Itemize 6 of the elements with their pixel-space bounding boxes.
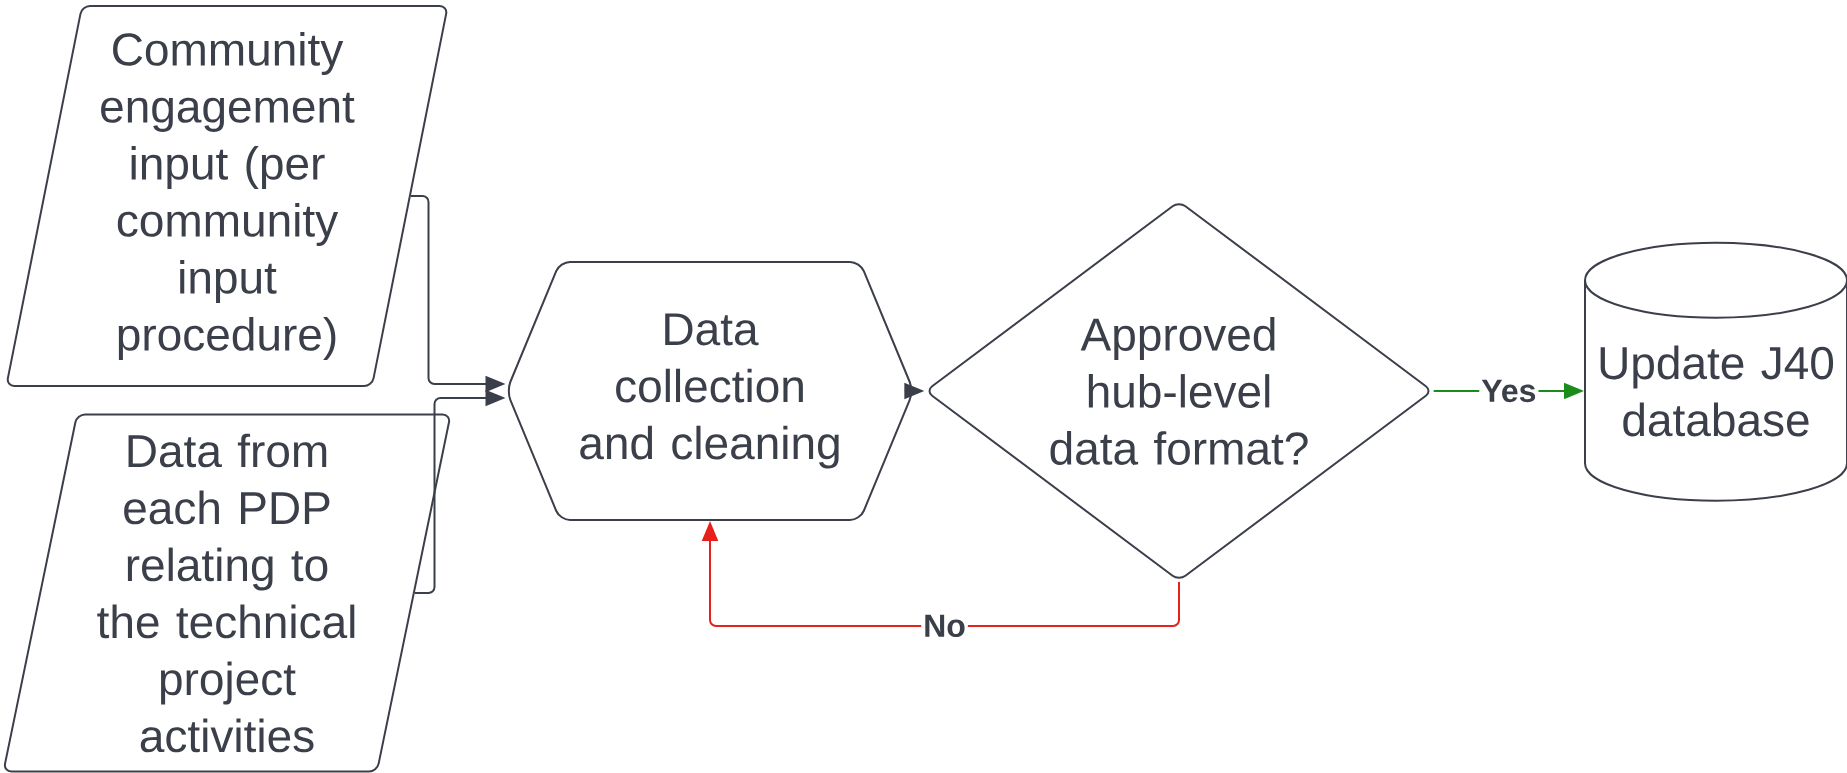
edge-label: Yes bbox=[1479, 377, 1539, 405]
input-parallelogram: Data from each PDP relating to the technical project activities bbox=[3, 413, 451, 773]
process-hexagon: Data collection and cleaning bbox=[507, 261, 913, 521]
edge-label: No bbox=[921, 612, 968, 640]
input-parallelogram: Community engagement input (per community input procedure) bbox=[6, 5, 448, 387]
database-cylinder: Update J40 database bbox=[1584, 241, 1847, 502]
